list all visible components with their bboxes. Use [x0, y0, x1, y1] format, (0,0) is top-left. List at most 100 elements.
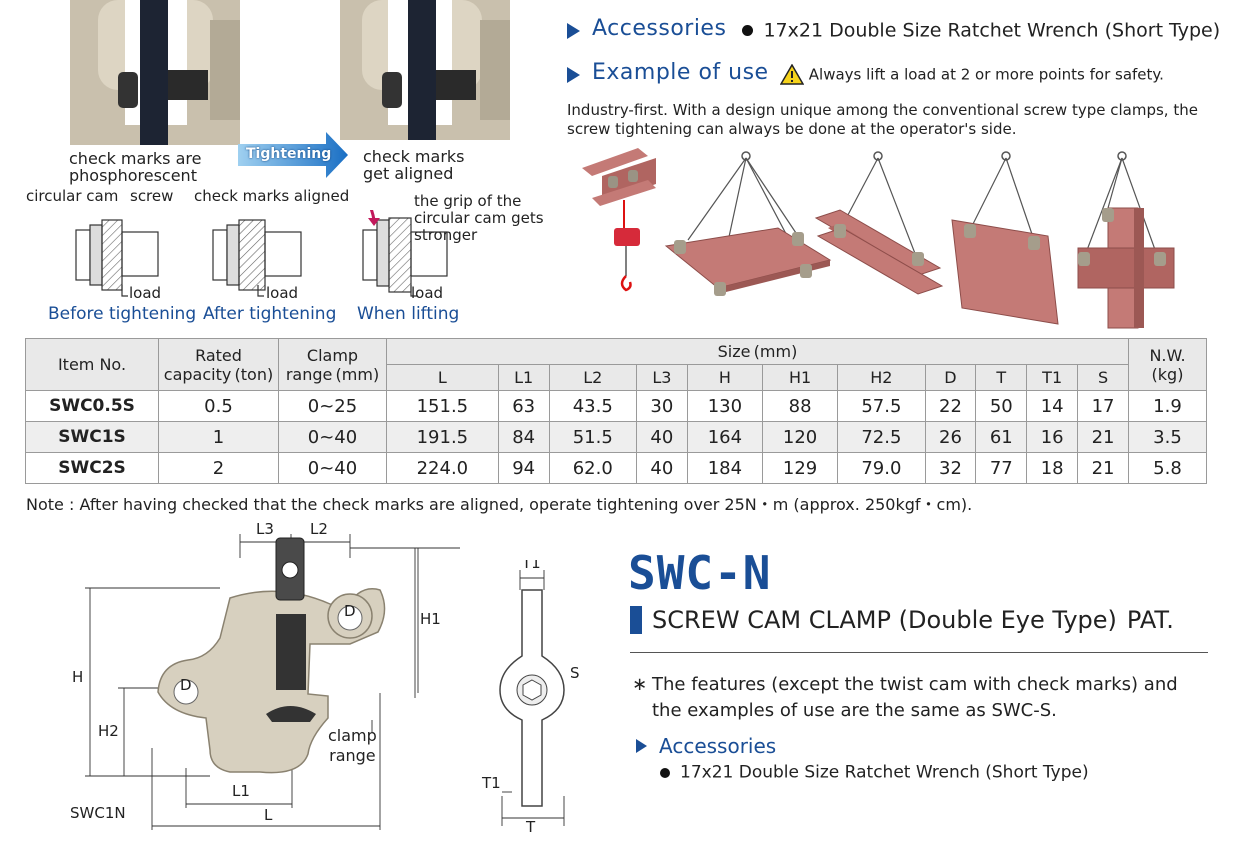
- cell-size: 94: [497, 452, 550, 484]
- th-size-col: L: [386, 364, 499, 391]
- th-rated-capacity: Rated capacity (ton): [158, 338, 279, 391]
- side-dim-t1-bottom: T1: [481, 774, 501, 792]
- th-nw: N.W. (kg): [1128, 338, 1207, 391]
- cell-range: 0~40: [278, 421, 387, 453]
- cell-size: 61: [975, 421, 1028, 453]
- label-load-1: load: [129, 284, 162, 302]
- cell-size: 50: [975, 390, 1028, 422]
- cell-size: 40: [635, 452, 688, 484]
- dim-l2: L2: [310, 520, 328, 538]
- cell-size: 14: [1026, 390, 1079, 422]
- dim-d-upper: D: [344, 602, 356, 620]
- product-subtitle-line: SCREW CAM CLAMP (Double Eye Type)PAT.: [630, 606, 1174, 634]
- label-load-2: load: [266, 284, 299, 302]
- th-size-col: H2: [837, 364, 926, 391]
- th-item-no: Item No.: [25, 338, 159, 391]
- label-load-3: load: [411, 284, 444, 302]
- triangle-icon: [567, 66, 580, 83]
- example-title: Example of use: [592, 60, 769, 85]
- asterisk-icon: ∗: [632, 674, 648, 695]
- dim-d-lower: D: [180, 676, 192, 694]
- cell-capacity: 1: [158, 421, 279, 453]
- cell-size: 26: [924, 421, 977, 453]
- cell-size: 84: [497, 421, 550, 453]
- th-size-col: D: [924, 364, 977, 391]
- cell-size: 57.5: [837, 390, 926, 422]
- side-dim-t1-top: T1: [521, 560, 541, 572]
- cell-nw: 1.9: [1128, 390, 1207, 422]
- th-clamp-range: Clamp range (mm): [278, 338, 387, 391]
- caption-after: After tightening: [203, 304, 337, 324]
- product-accessories-title: Accessories: [659, 734, 777, 758]
- cell-range: 0~40: [278, 452, 387, 484]
- cell-range: 0~25: [278, 390, 387, 422]
- cell-size: 129: [761, 452, 839, 484]
- cell-size: 16: [1026, 421, 1079, 453]
- triangle-icon: [567, 22, 580, 39]
- description: Industry-first. With a design unique amo…: [567, 101, 1198, 138]
- cell-capacity: 0.5: [158, 390, 279, 422]
- cell-size: 79.0: [837, 452, 926, 484]
- cell-size: 32: [924, 452, 977, 484]
- clamp-range-label: clamp range: [328, 726, 377, 765]
- dim-h2: H2: [98, 722, 119, 740]
- bullet-icon: [660, 767, 670, 778]
- th-size-col: T: [975, 364, 1028, 391]
- cell-item: SWC2S: [25, 452, 159, 484]
- accessories-title: Accessories: [592, 16, 727, 41]
- th-size: Size (mm): [386, 338, 1129, 365]
- cell-size: 72.5: [837, 421, 926, 453]
- cell-size: 77: [975, 452, 1028, 484]
- triangle-icon: [636, 739, 647, 753]
- caption-lifting: When lifting: [357, 304, 460, 324]
- th-size-col: T1: [1026, 364, 1079, 391]
- label-circular-cam: circular cam: [26, 187, 119, 205]
- tightening-arrow: [238, 132, 348, 178]
- cell-size: 88: [761, 390, 839, 422]
- cell-size: 63: [497, 390, 550, 422]
- dim-l1: L1: [232, 782, 250, 800]
- th-size-col: L3: [635, 364, 688, 391]
- side-dim-s: S: [570, 664, 580, 682]
- cell-size: 30: [635, 390, 688, 422]
- label-screw: screw: [130, 187, 174, 205]
- example-beam-hoist: [582, 148, 656, 292]
- label-grip-stronger: the grip of the circular cam gets strong…: [414, 192, 544, 244]
- th-size-col: L2: [548, 364, 637, 391]
- cell-nw: 5.8: [1128, 452, 1207, 484]
- tightening-note: Note : After having checked that the che…: [26, 495, 973, 514]
- cell-size: 43.5: [548, 390, 637, 422]
- cell-size: 224.0: [386, 452, 499, 484]
- feature-note-text: The features (except the twist cam with …: [652, 674, 1178, 721]
- cell-size: 17: [1077, 390, 1129, 422]
- dim-l: L: [264, 806, 273, 824]
- th-size-col: H: [686, 364, 763, 391]
- feature-note: ∗The features (except the twist cam with…: [632, 672, 1207, 724]
- example-h-beam: [814, 151, 944, 295]
- cell-size: 22: [924, 390, 977, 422]
- cell-size: 120: [761, 421, 839, 453]
- bullet-icon: [742, 25, 754, 36]
- side-view-drawing: T1 S T1 T: [481, 560, 580, 832]
- dimension-drawing: L3 L2 D H1 H D H2 L1 L SWC1N: [70, 520, 460, 830]
- cell-item: SWC0.5S: [25, 390, 159, 422]
- dim-h: H: [72, 668, 83, 686]
- clamp-photo-before: [70, 0, 240, 145]
- subtitle-marker-icon: [630, 606, 642, 634]
- cell-size: 191.5: [386, 421, 499, 453]
- cell-size: 62.0: [548, 452, 637, 484]
- cell-capacity: 2: [158, 452, 279, 484]
- cell-item: SWC1S: [25, 421, 159, 453]
- example-column: [1077, 151, 1175, 329]
- dim-h1: H1: [420, 610, 441, 628]
- th-size-col: S: [1077, 364, 1129, 391]
- dim-l3: L3: [256, 520, 274, 538]
- pat-label: PAT.: [1126, 606, 1174, 634]
- cross-sections: [75, 210, 448, 297]
- th-size-col: H1: [761, 364, 839, 391]
- cell-size: 184: [686, 452, 763, 484]
- product-accessories-text: 17x21 Double Size Ratchet Wrench (Short …: [680, 762, 1089, 783]
